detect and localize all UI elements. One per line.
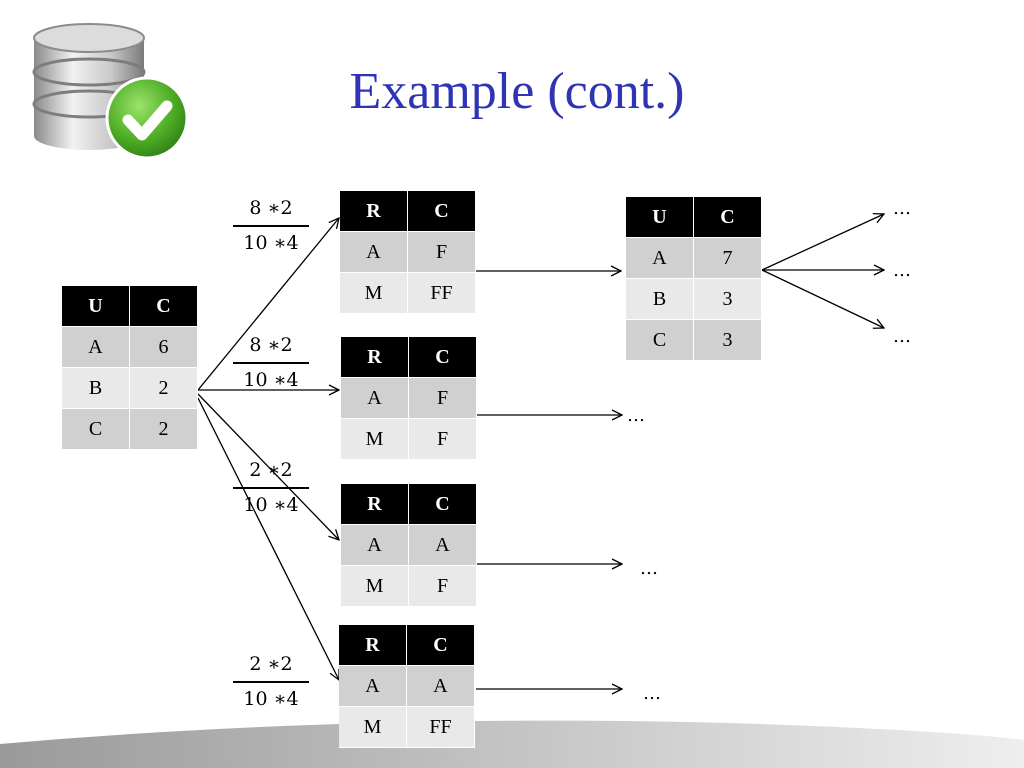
- continuation-ellipsis: …: [627, 405, 645, 426]
- probability-fraction-3: 2 ∗2 10 ∗4: [230, 458, 312, 517]
- database-check-icon: [32, 23, 189, 160]
- arrow-source-to-branch1: [197, 218, 339, 391]
- fraction-numerator: 2 ∗2: [249, 653, 293, 675]
- fraction-bar: [233, 681, 309, 683]
- table-cell: A: [341, 524, 409, 566]
- table-cell: FF: [407, 272, 476, 314]
- fraction-bar: [233, 225, 309, 227]
- probability-fraction-1: 8 ∗2 10 ∗4: [230, 196, 312, 255]
- table-cell: A: [341, 377, 409, 419]
- table-header-cell: C: [406, 625, 475, 666]
- continuation-ellipsis: …: [893, 326, 911, 347]
- table-cell: 6: [129, 326, 198, 368]
- table-cell: M: [341, 418, 409, 460]
- table-header-cell: U: [62, 286, 130, 327]
- table-cell: A: [340, 231, 408, 273]
- fraction-denominator: 10 ∗4: [243, 368, 299, 391]
- fraction-denominator: 10 ∗4: [243, 493, 299, 516]
- probability-fraction-2: 8 ∗2 10 ∗4: [230, 333, 312, 392]
- continuation-ellipsis: …: [640, 558, 658, 579]
- table-cell: C: [62, 408, 130, 450]
- table-cell: A: [406, 665, 475, 707]
- table-cell: FF: [406, 706, 475, 748]
- fraction-denominator: 10 ∗4: [243, 231, 299, 254]
- table-header-cell: R: [341, 484, 409, 525]
- table-cell: M: [340, 272, 408, 314]
- continuation-ellipsis: …: [893, 260, 911, 281]
- table-header-cell: C: [129, 286, 198, 327]
- fraction-bar: [233, 487, 309, 489]
- table-header-cell: R: [339, 625, 407, 666]
- table-cell: F: [408, 418, 477, 460]
- table-cell: 2: [129, 408, 198, 450]
- slide-title: Example (cont.): [349, 63, 685, 120]
- table-header-cell: R: [341, 337, 409, 378]
- table-header-cell: C: [408, 484, 477, 525]
- fraction-numerator: 8 ∗2: [249, 197, 293, 219]
- table-cell: B: [626, 278, 694, 320]
- table-cell: M: [339, 706, 407, 748]
- table-header-cell: C: [408, 337, 477, 378]
- fraction-denominator: 10 ∗4: [243, 687, 299, 710]
- fraction-numerator: 8 ∗2: [249, 334, 293, 356]
- fraction-numerator: 2 ∗2: [249, 459, 293, 481]
- continuation-ellipsis: …: [643, 683, 661, 704]
- table-cell: 3: [693, 278, 762, 320]
- table-cell: 7: [693, 237, 762, 279]
- table-header-cell: C: [693, 197, 762, 238]
- table-cell: A: [62, 326, 130, 368]
- table-header-cell: R: [340, 191, 408, 232]
- table-header-cell: C: [407, 191, 476, 232]
- table-cell: A: [408, 524, 477, 566]
- table-cell: A: [626, 237, 694, 279]
- fraction-bar: [233, 362, 309, 364]
- table-cell: B: [62, 367, 130, 409]
- arrow-result-out-bottom: [761, 269, 884, 328]
- table-cell: A: [339, 665, 407, 707]
- table-cell: M: [341, 565, 409, 607]
- arrow-result-out-top: [761, 214, 884, 271]
- table-cell: F: [408, 565, 477, 607]
- table-cell: F: [408, 377, 477, 419]
- table-cell: 2: [129, 367, 198, 409]
- arrow-source-to-branch3: [197, 393, 339, 540]
- table-cell: C: [626, 319, 694, 361]
- probability-fraction-4: 2 ∗2 10 ∗4: [230, 652, 312, 711]
- continuation-ellipsis: …: [893, 198, 911, 219]
- arrow-source-to-branch4: [197, 397, 339, 680]
- table-cell: 3: [693, 319, 762, 361]
- table-header-cell: U: [626, 197, 694, 238]
- table-cell: F: [407, 231, 476, 273]
